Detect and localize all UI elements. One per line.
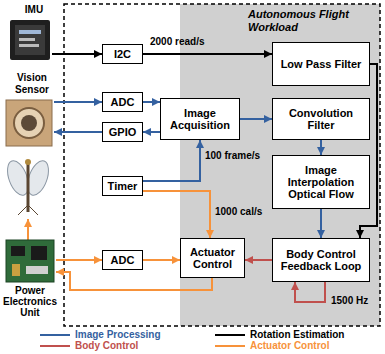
- legend-line: [215, 334, 245, 336]
- process-box: Body Control Feedback Loop: [272, 238, 370, 282]
- power-board-part: [12, 264, 20, 276]
- sensor-wire: [54, 101, 102, 103]
- box-label: Body Control Feedback Loop: [276, 248, 366, 272]
- imu-chip-marking: [19, 30, 41, 34]
- imu-chip-marking: [19, 44, 39, 47]
- signal-connector: [240, 118, 272, 120]
- box-label: ADC: [111, 96, 135, 108]
- power-board-part: [26, 266, 48, 274]
- process-box: Image Acquisition: [160, 98, 240, 140]
- signal-connector: [143, 101, 160, 103]
- insect-head: [25, 159, 31, 165]
- sensor-wire: [54, 131, 102, 133]
- process-box: ADC: [102, 92, 143, 112]
- insect-leg: [28, 205, 38, 215]
- drive-wire: [56, 259, 102, 261]
- power-board-chip: [11, 246, 25, 256]
- signal-connector: [320, 140, 322, 155]
- vision-sensor-lens: [21, 115, 37, 131]
- imu-chip-die: [15, 25, 45, 55]
- process-box: Convolution Filter: [272, 98, 370, 140]
- legend-line: [215, 345, 245, 347]
- drive-wire: [27, 219, 29, 240]
- signal-connector: [295, 282, 325, 302]
- rate-label: 1000 cal/s: [215, 206, 262, 218]
- legend-text: Body Control: [75, 340, 138, 352]
- process-box: Timer: [102, 176, 143, 196]
- region-title: Autonomous Flight Workload: [248, 8, 378, 34]
- vision-sensor-board: [6, 100, 52, 146]
- box-label: Actuator Control: [184, 246, 241, 270]
- box-label: Timer: [108, 180, 138, 192]
- legend-text: Image Processing: [75, 329, 161, 341]
- box-label: ADC: [111, 254, 135, 266]
- part-label: Vision Sensor: [4, 72, 60, 96]
- process-box: Image Interpolation Optical Flow: [272, 155, 370, 209]
- part-label: IMU: [14, 4, 54, 16]
- box-label: Convolution Filter: [276, 107, 366, 131]
- vision-sensor-ring: [14, 108, 44, 138]
- signal-connector: [143, 53, 272, 55]
- signal-connector: [143, 140, 200, 181]
- legend-line: [40, 345, 70, 347]
- legend-text: Rotation Estimation: [250, 329, 344, 341]
- rate-label: 100 frame/s: [205, 150, 260, 162]
- box-label: Low Pass Filter: [281, 58, 362, 70]
- connector-layer: [143, 54, 377, 302]
- signal-connector: [245, 259, 272, 261]
- power-board: [6, 240, 54, 282]
- signal-connector: [320, 209, 322, 238]
- legend-text: Actuator Control: [250, 340, 329, 352]
- rate-label: 1500 Hz: [331, 295, 368, 307]
- process-box: Actuator Control: [180, 238, 245, 278]
- legend-line: [40, 334, 70, 336]
- box-label: Image Acquisition: [164, 107, 236, 131]
- process-box: GPIO: [102, 122, 143, 142]
- box-label: GPIO: [109, 126, 137, 138]
- box-label: Image Interpolation Optical Flow: [276, 164, 366, 200]
- imu-chip-marking: [19, 38, 35, 41]
- imu-chip: [10, 20, 50, 60]
- sensor-wire: [52, 53, 102, 55]
- rate-label: 2000 read/s: [150, 36, 205, 48]
- insect-leg: [18, 205, 28, 215]
- part-label: Power Electronics Unit: [1, 285, 59, 318]
- process-box: ADC: [102, 250, 143, 270]
- signal-connector: [143, 131, 160, 133]
- process-box: I2C: [102, 44, 143, 64]
- system-boundary: [64, 4, 380, 326]
- box-label: I2C: [114, 48, 131, 60]
- signal-connector: [143, 191, 210, 238]
- signal-connector: [360, 64, 377, 238]
- signal-connector: [143, 259, 180, 261]
- process-box: Low Pass Filter: [272, 42, 370, 86]
- insect-body: [27, 162, 30, 212]
- power-board-chip: [31, 246, 47, 260]
